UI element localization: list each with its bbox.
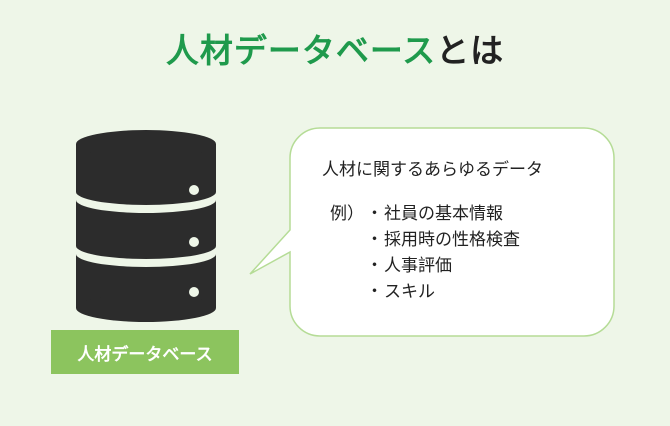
bullet-icon: ・: [366, 282, 383, 302]
database-icon: [76, 130, 216, 322]
example-block: 例） ・社員の基本情報 ・採用時の性格検査 ・人事評価 ・スキル: [322, 201, 543, 311]
example-list: ・社員の基本情報 ・採用時の性格検査 ・人事評価 ・スキル: [366, 201, 520, 305]
bullet-icon: ・: [366, 256, 383, 276]
list-item: ・採用時の性格検査: [366, 227, 520, 253]
bubble-heading: 人材に関するあらゆるデータ: [322, 160, 543, 180]
list-item: ・スキル: [366, 279, 520, 305]
list-item: ・人事評価: [366, 253, 520, 279]
bubble-content: 人材に関するあらゆるデータ 例） ・社員の基本情報 ・採用時の性格検査 ・人事評…: [322, 158, 543, 311]
title-highlight: 人材データベース: [165, 31, 437, 70]
example-prefix: 例）: [330, 204, 364, 224]
bullet-icon: ・: [366, 230, 383, 250]
speech-bubble: [249, 127, 615, 337]
database-label: 人材データベース: [51, 330, 239, 374]
list-item: ・社員の基本情報: [366, 201, 520, 227]
page-title: 人材データベースとは: [0, 24, 670, 72]
title-rest: とは: [436, 31, 505, 70]
bullet-icon: ・: [366, 204, 383, 224]
